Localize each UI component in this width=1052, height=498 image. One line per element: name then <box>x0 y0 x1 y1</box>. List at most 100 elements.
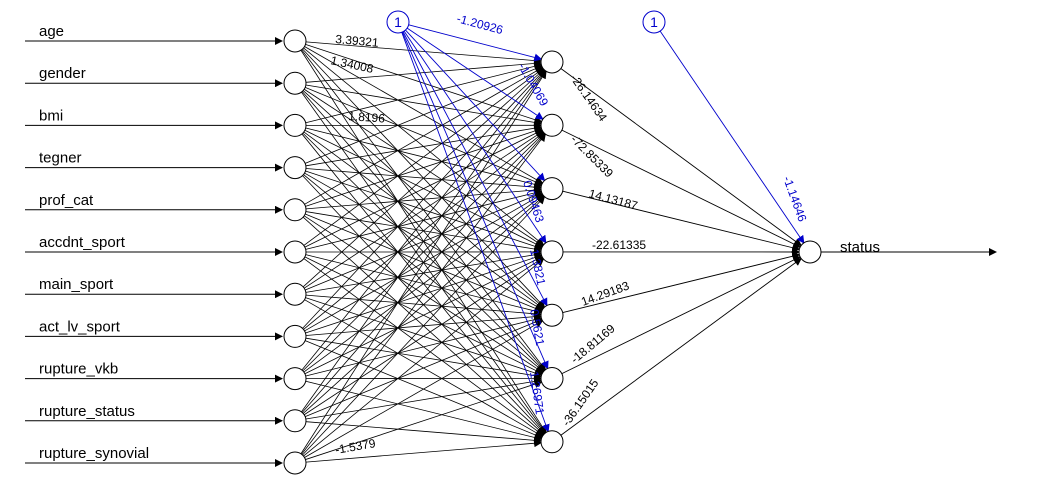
input-hidden-edge <box>305 84 543 127</box>
hidden-node <box>540 303 564 327</box>
input-node <box>283 156 307 180</box>
input-node <box>283 451 307 475</box>
input-hidden-edge <box>301 69 546 371</box>
input-hidden-edge <box>303 130 544 289</box>
input-hidden-edge <box>305 41 543 65</box>
hidden-bias-weight: 1.26971 <box>527 370 547 415</box>
input-node <box>283 409 307 433</box>
input-hidden-edge <box>305 127 543 207</box>
hidden-output-edge <box>562 190 801 252</box>
bias-node <box>386 10 410 34</box>
output-bias-weight: -1.14646 <box>780 174 809 224</box>
hidden-output-weight: -72.85339 <box>568 132 616 180</box>
input-hidden-weight: 1.34008 <box>329 53 375 76</box>
hidden-output-weight: 14.29183 <box>579 278 631 308</box>
output-node <box>798 240 822 264</box>
input-hidden-edge <box>305 62 543 124</box>
input-node <box>283 282 307 306</box>
input-label-bmi: bmi <box>39 107 63 124</box>
input-hidden-edge <box>302 195 546 456</box>
hidden-node <box>540 50 564 74</box>
hidden-node <box>540 430 564 454</box>
input-node <box>283 113 307 137</box>
hidden-bias-weight: 0.5621 <box>527 308 547 347</box>
input-hidden-edge <box>305 421 543 445</box>
input-hidden-edge <box>304 129 544 248</box>
input-hidden-edge <box>303 131 545 330</box>
input-hidden-edge <box>305 380 543 442</box>
input-hidden-edge <box>305 439 543 463</box>
hidden-bias-edge <box>408 24 543 62</box>
input-hidden-edge <box>303 257 544 416</box>
bias-node-label: 1 <box>394 14 402 30</box>
hidden-output-edge <box>562 252 801 314</box>
input-hidden-edge <box>302 195 545 414</box>
input-node <box>283 71 307 95</box>
input-node <box>283 367 307 391</box>
hidden-output-edge <box>561 256 802 375</box>
input-hidden-edge <box>305 59 543 83</box>
input-hidden-edge <box>305 124 543 167</box>
bias-node <box>642 10 666 34</box>
input-hidden-edge <box>304 320 544 458</box>
input-label-act-lv-sport: act_lv_sport <box>39 318 121 335</box>
hidden-bias-edge <box>405 29 546 182</box>
input-hidden-edge <box>303 258 545 457</box>
input-hidden-edge <box>302 132 545 372</box>
input-label-age: age <box>39 23 64 40</box>
input-hidden-edge <box>303 194 544 373</box>
hidden-bias-edge <box>403 30 547 244</box>
input-hidden-edge <box>301 70 547 413</box>
input-hidden-edge <box>305 65 543 164</box>
hidden-bias-weight: -1.20926 <box>455 11 505 37</box>
hidden-node <box>540 367 564 390</box>
input-hidden-weight: 1.8196 <box>348 109 386 126</box>
output-bias-edge <box>659 30 805 244</box>
hidden-node <box>540 177 564 201</box>
input-hidden-edge <box>301 133 546 455</box>
hidden-node <box>540 240 564 264</box>
input-hidden-edge <box>302 69 546 329</box>
hidden-bias-edge <box>406 27 544 120</box>
input-hidden-edge <box>305 380 543 460</box>
input-label-prof-cat: prof_cat <box>39 192 94 209</box>
input-label-rupture-status: rupture_status <box>39 403 135 420</box>
input-label-main-sport: main_sport <box>39 276 114 293</box>
hidden-bias-edge <box>401 32 550 433</box>
hidden-output-weight: 14.13187 <box>587 186 639 213</box>
edges-layer <box>25 24 997 467</box>
input-hidden-edge <box>305 315 543 377</box>
input-label-gender: gender <box>39 65 86 82</box>
input-hidden-edge <box>304 256 544 375</box>
hidden-output-edge <box>561 129 802 248</box>
hidden-bias-edge <box>401 31 549 370</box>
input-node <box>283 198 307 222</box>
input-label-accdnt-sport: accdnt_sport <box>39 234 126 251</box>
hidden-output-edge <box>560 68 802 247</box>
input-node <box>283 240 307 264</box>
hidden-output-weight: -22.61335 <box>592 238 646 252</box>
bias-node-label: 1 <box>650 14 658 30</box>
hidden-output-weight: -18.81169 <box>568 321 618 366</box>
hidden-output-weight: -26.14634 <box>568 72 611 125</box>
input-hidden-edge <box>303 67 544 246</box>
input-hidden-edge <box>305 44 543 124</box>
input-hidden-weight: -1.5379 <box>334 436 377 457</box>
hidden-bias-edge <box>402 31 548 307</box>
input-hidden-edge <box>302 68 545 288</box>
input-hidden-weight: 3.39321 <box>335 32 380 50</box>
input-hidden-edge <box>305 318 543 417</box>
input-label-tegner: tegner <box>39 150 82 167</box>
input-hidden-edge <box>305 377 543 420</box>
hidden-node <box>540 113 564 137</box>
input-hidden-edge <box>304 66 544 205</box>
input-label-rupture-vkb: rupture_vkb <box>39 361 118 378</box>
output-label-status: status <box>840 239 880 256</box>
input-label-rupture-synovial: rupture_synovial <box>39 445 149 462</box>
input-node <box>283 324 307 348</box>
input-hidden-edge <box>300 70 547 454</box>
input-node <box>283 29 307 53</box>
nodes-layer <box>283 10 822 475</box>
hidden-output-edge <box>560 257 802 436</box>
